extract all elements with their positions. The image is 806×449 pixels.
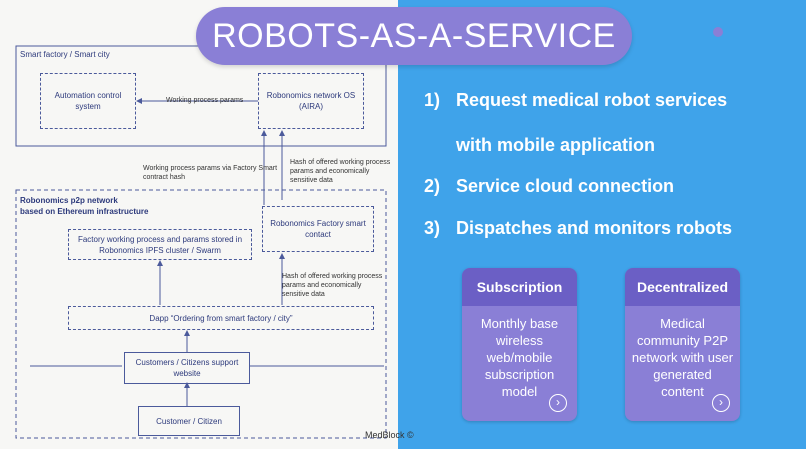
- edge-label-hash-top: Hash of offered working process params a…: [290, 159, 391, 184]
- diagram-panel: Smart factory / Smart city Automation co…: [0, 0, 398, 449]
- edge-label-via-contract: Working process params via Factory Smart…: [143, 165, 278, 181]
- card-body: Medical community P2P network with user …: [631, 316, 734, 399]
- step-number: 2): [424, 176, 441, 196]
- step-text: Service cloud connection: [456, 176, 675, 196]
- group-smart-factory-label: Smart factory / Smart city: [20, 50, 110, 59]
- edge-label-working-params: Working process params: [166, 97, 244, 104]
- customer-box: Customer / Citizen: [138, 406, 240, 436]
- step-text: Request medical robot services: [456, 90, 728, 110]
- step-number: 3): [424, 218, 441, 238]
- card-title: Subscription: [462, 268, 577, 306]
- network-os-box: Robonomics network OS (AIRA): [258, 73, 364, 129]
- support-website-box: Customers / Citizens support website: [124, 352, 250, 384]
- diagram-connectors: [15, 45, 387, 439]
- chevron-right-icon[interactable]: ›: [549, 394, 567, 412]
- card-body: Monthly base wireless web/mobile subscri…: [480, 316, 559, 399]
- subscription-card: Subscription Monthly base wireless web/m…: [462, 268, 577, 421]
- step-number: 1): [424, 90, 441, 110]
- decentralized-card: Decentralized Medical community P2P netw…: [625, 268, 740, 421]
- edge-label-hash-bottom: Hash of offered working process params a…: [282, 273, 383, 298]
- factory-process-box: Factory working process and params store…: [68, 229, 252, 260]
- step-text: Dispatches and monitors robots: [456, 218, 733, 238]
- chevron-right-icon[interactable]: ›: [712, 394, 730, 412]
- dapp-box: Dapp “Ordering from smart factory / city…: [68, 306, 374, 330]
- card-title: Decentralized: [625, 268, 740, 306]
- decorative-dot: [713, 27, 723, 37]
- credit-text: MedBlock ©: [365, 430, 414, 440]
- step-text: with mobile application: [456, 135, 656, 155]
- group-p2p-label-2: based on Ethereum infrastructure: [20, 207, 149, 216]
- factory-contract-box: Robonomics Factory smart contact: [262, 206, 374, 252]
- page-title: ROBOTS-AS-A-SERVICE: [196, 7, 632, 65]
- group-p2p-label-1: Robonomics p2p network: [20, 196, 118, 205]
- automation-control-box: Automation control system: [40, 73, 136, 129]
